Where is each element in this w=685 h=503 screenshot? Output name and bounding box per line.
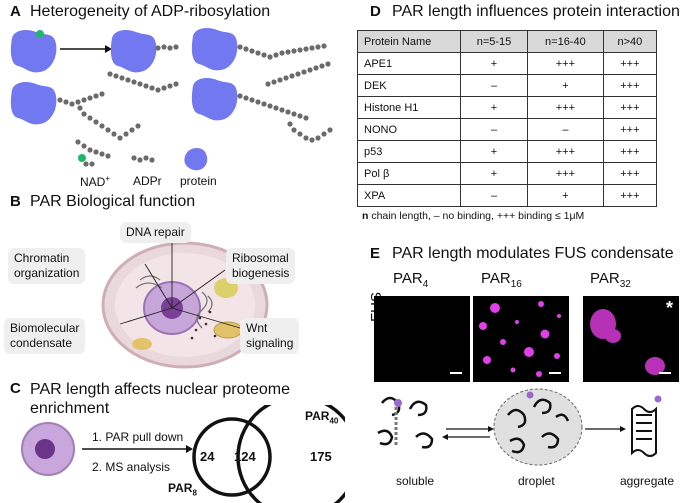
fus-image-par4 [374,296,470,382]
venn-right-set-label: PAR40 [305,409,339,426]
table-cell: Histone H1 [357,96,461,119]
table-row: APE1+++++++ [357,52,658,75]
table-cell: DEK [357,74,461,97]
table-cell: + [459,140,529,163]
col-n-16-40: n=16-40 [527,30,604,53]
table-cell: +++ [602,184,658,207]
step-ms-analysis: 2. MS analysis [92,460,171,474]
legend-protein-icon [184,148,208,171]
protein-interaction-table: Protein Name n=5-15 n=16-40 n>40 APE1+++… [357,30,658,207]
state-aggregate: aggregate [620,474,675,488]
panel-a-letter: A [10,3,21,20]
legend-adpr-label: ADPr [133,174,162,188]
scale-bar [659,372,671,374]
table-cell: XPA [357,184,461,207]
table-cell: + [527,184,604,207]
table-cell: +++ [527,140,604,163]
table-cell: + [459,162,529,185]
table-cell: +++ [602,96,658,119]
col-n-5-15: n=5-15 [459,30,529,53]
panel-b-title: PAR Biological function [30,193,196,210]
col-protein-name: Protein Name [357,30,461,53]
col-n-gt-40: n>40 [602,30,658,53]
venn-right-only-count: 175 [310,449,332,464]
protein-branched-1 [10,82,57,125]
panel-a-title: Heterogeneity of ADP-ribosylation [30,3,271,20]
image-label-par32: PAR32 [590,270,631,290]
adpr-branched-chain-1 [57,71,179,159]
legend-nad-label: NAD+ [80,174,111,189]
legend-adpr-chain [83,155,155,167]
image-label-par4: PAR4 [393,270,429,290]
scale-bar [549,372,561,374]
asterisk-mark: * [665,298,673,318]
protein-mono-adpr [110,30,157,73]
protein-long-chain [191,28,238,71]
fus-image-par16 [473,296,569,382]
table-cell: – [459,74,529,97]
legend-nad-dot [78,154,86,162]
condensate-schematic [377,388,662,466]
panel-b-letter: B [10,193,21,210]
panel-e-title: PAR length modulates FUS condensate [392,245,674,262]
pulldown-venn-diagram [21,405,345,503]
table-cell: + [459,96,529,119]
table-footnote: n chain length, – no binding, +++ bindin… [362,210,585,222]
venn-left-set-label: PAR8 [168,481,197,498]
table-row: XPA–++++ [357,184,658,207]
table-row: DEK–++++ [357,74,658,97]
table-cell: APE1 [357,52,461,75]
venn-left-only-count: 24 [200,449,215,464]
table-cell: + [459,52,529,75]
panel-c-letter: C [10,380,21,397]
table-cell: p53 [357,140,461,163]
adpr-chain-long [237,43,327,60]
image-label-par16: PAR16 [481,270,522,290]
table-cell: +++ [602,162,658,185]
protein-unmodified [10,30,57,73]
protein-branched-2 [191,78,238,121]
table-cell: +++ [602,140,658,163]
step-pull-down: 1. PAR pull down [92,430,184,444]
fus-image-par32: * [583,296,679,382]
scale-bar [450,372,462,374]
table-cell: NONO [357,118,461,141]
state-soluble: soluble [396,474,435,488]
table-header-row: Protein Name n=5-15 n=16-40 n>40 [357,30,658,53]
droplet-spots [479,301,561,377]
table-cell: +++ [602,74,658,97]
table-row: Histone H1+++++++ [357,96,658,119]
callout-dna-repair: DNA repair [120,222,191,243]
table-cell: – [459,118,529,141]
state-droplet: droplet [518,474,555,488]
adpr-branched-chain-2 [237,61,333,143]
table-cell: – [527,118,604,141]
adpr-chain-short [155,44,179,51]
table-cell: – [459,184,529,207]
nad-dot [36,30,44,38]
aggregate-spots [590,309,665,375]
table-row: NONO––+++ [357,118,658,141]
panel-d-title: PAR length influences protein interactio… [392,3,680,20]
table-row: p53+++++++ [357,140,658,163]
table-cell: Pol β [357,162,461,185]
table-cell: +++ [527,96,604,119]
table-cell: +++ [527,162,604,185]
cell-illustration [101,240,269,369]
venn-overlap-count: 124 [234,449,256,464]
table-cell: + [527,74,604,97]
table-cell: +++ [527,52,604,75]
table-cell: +++ [602,118,658,141]
table-row: Pol β+++++++ [357,162,658,185]
legend-protein-label: protein [180,174,217,188]
panel-d-letter: D [370,3,381,20]
panel-e-letter: E [370,245,381,262]
table-cell: +++ [602,52,658,75]
adp-ribosylation-diagram [10,28,333,171]
